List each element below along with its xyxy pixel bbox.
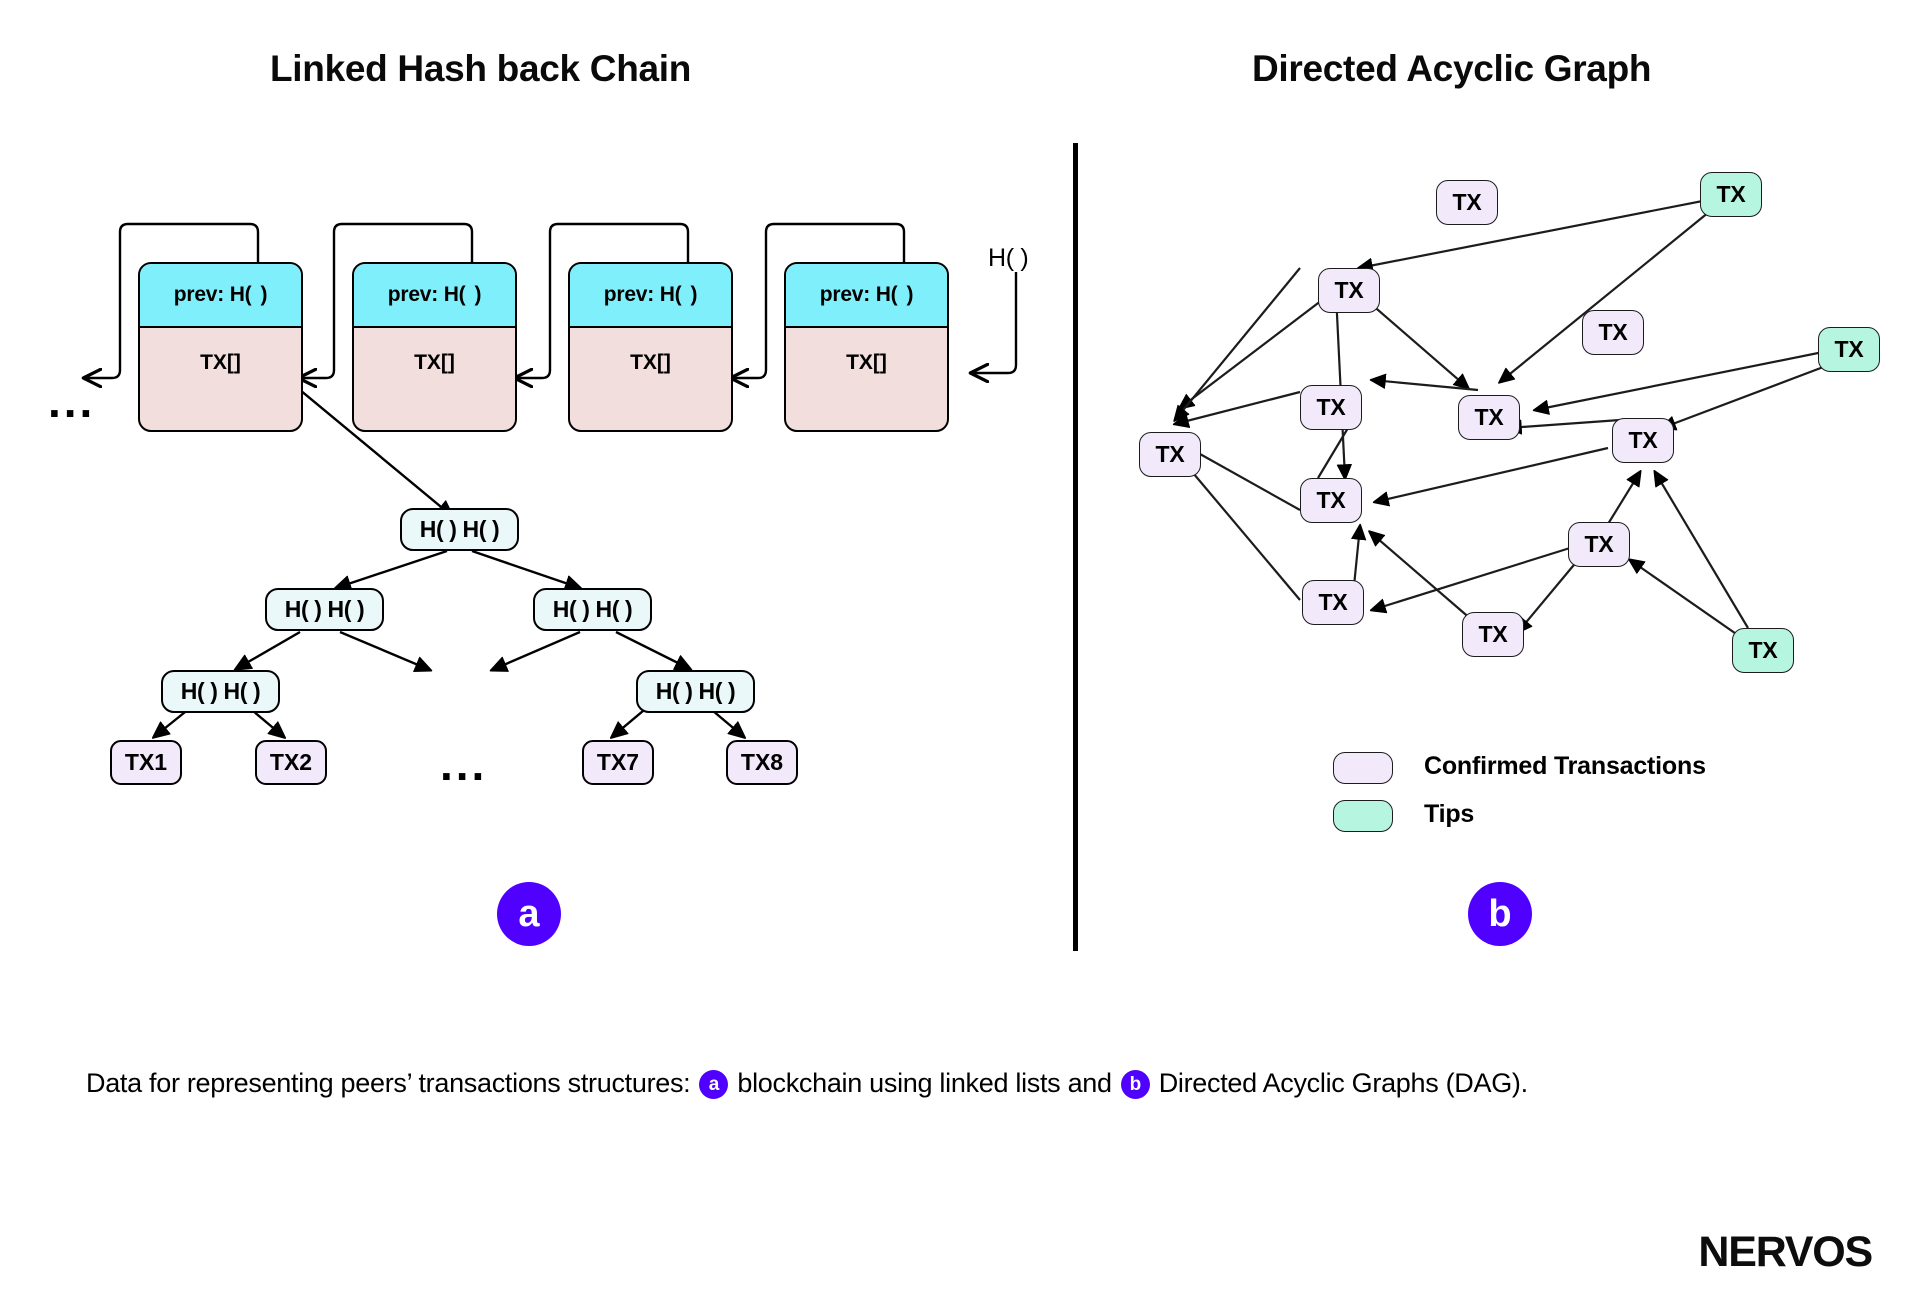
legend-label-tips: Tips: [1424, 800, 1475, 828]
block-tx-array-label: TX[]: [414, 351, 455, 374]
legend-swatch-confirmed: [1333, 752, 1393, 784]
block-prev-hash-label: prev: H(): [140, 264, 301, 328]
dag-node-tip: TX: [1818, 327, 1880, 372]
merkle-root: H( ) H( ): [400, 508, 519, 551]
dag-node-confirmed: TX: [1318, 268, 1380, 313]
figure-badge-a: a: [497, 882, 561, 946]
merkle-internal-node: H( ) H( ): [636, 670, 755, 713]
block-prev-hash-label: prev: H(): [570, 264, 731, 328]
caption-part-3: Directed Acyclic Graphs (DAG).: [1158, 1068, 1528, 1098]
dag-node-confirmed: TX: [1582, 310, 1644, 355]
dag-node-confirmed: TX: [1568, 522, 1630, 567]
dag-node-confirmed: TX: [1612, 418, 1674, 463]
dag-node-tip: TX: [1732, 628, 1794, 673]
merkle-leaf-tx2: TX2: [255, 740, 327, 785]
nervos-wordmark: NERVOS: [1698, 1228, 1873, 1276]
caption-part-2: blockchain using linked lists and: [737, 1068, 1112, 1098]
dag-node-tip: TX: [1700, 172, 1762, 217]
panel-divider: [1073, 143, 1078, 951]
dag-node-confirmed: TX: [1436, 180, 1498, 225]
dag-node-confirmed: TX: [1302, 580, 1364, 625]
block-tx-array-label: TX[]: [630, 351, 671, 374]
block-prev-hash-label: prev: H(): [786, 264, 947, 328]
chain-block: prev: H() TX[]: [568, 262, 733, 432]
caption-badge-b: b: [1120, 1070, 1150, 1099]
chain-block: prev: H() TX[]: [138, 262, 303, 432]
dag-node-confirmed: TX: [1462, 612, 1524, 657]
dag-node-confirmed: TX: [1458, 395, 1520, 440]
figure-badge-b: b: [1468, 882, 1532, 946]
merkle-leaf-tx8: TX8: [726, 740, 798, 785]
figure-caption: Data for representing peers’ transaction…: [86, 1068, 1846, 1099]
merkle-leaf-tx1: TX1: [110, 740, 182, 785]
chain-block: prev: H() TX[]: [784, 262, 949, 432]
left-panel-title: Linked Hash back Chain: [270, 48, 692, 89]
merkle-internal-node: H( ) H( ): [161, 670, 280, 713]
dag-node-confirmed: TX: [1300, 385, 1362, 430]
merkle-internal-node: H( ) H( ): [533, 588, 652, 631]
right-panel-title: Directed Acyclic Graph: [1252, 48, 1652, 89]
legend-label-confirmed: Confirmed Transactions: [1424, 752, 1706, 780]
nervos-logo: NERVOS: [1698, 1228, 1873, 1277]
hash-function-label: H( ): [988, 244, 1029, 272]
block-prev-hash-label: prev: H(): [354, 264, 515, 328]
merkle-leaf-tx7: TX7: [582, 740, 654, 785]
dag-node-confirmed: TX: [1300, 478, 1362, 523]
block-tx-array-label: TX[]: [200, 351, 241, 374]
caption-badge-a: a: [699, 1070, 729, 1099]
merkle-internal-node: H( ) H( ): [265, 588, 384, 631]
dag-node-confirmed: TX: [1139, 432, 1201, 477]
legend-swatch-tips: [1333, 800, 1393, 832]
caption-part-1: Data for representing peers’ transaction…: [86, 1068, 691, 1098]
block-tx-array-label: TX[]: [846, 351, 887, 374]
chain-block: prev: H() TX[]: [352, 262, 517, 432]
